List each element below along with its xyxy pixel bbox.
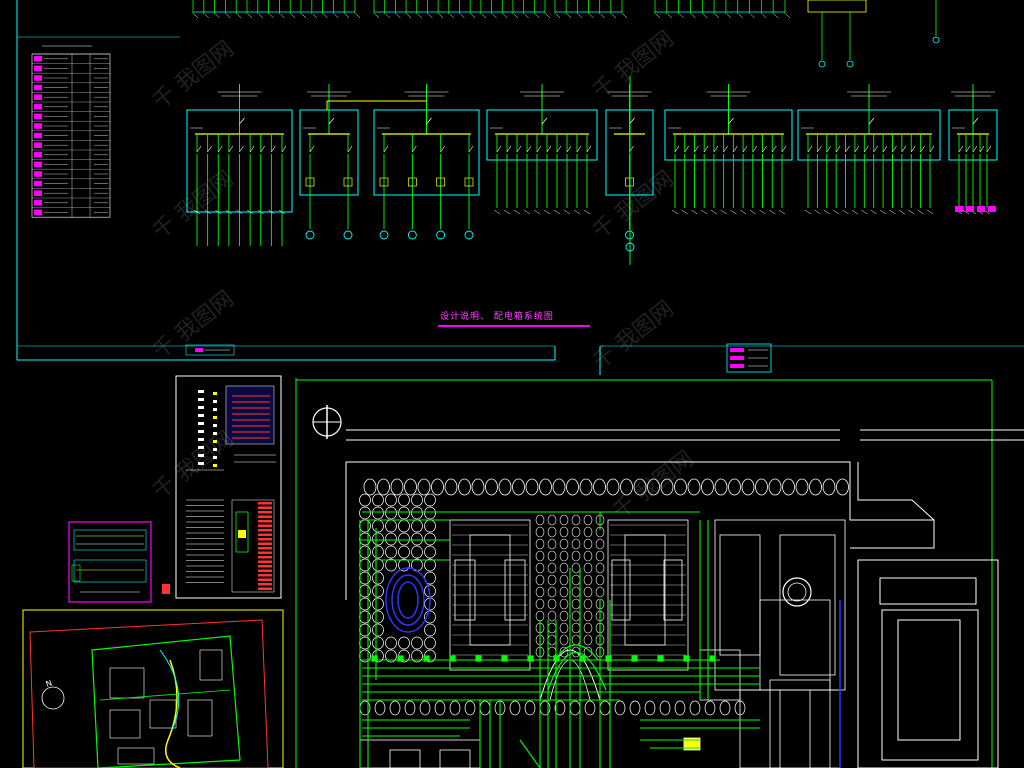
small-legend-right bbox=[726, 343, 772, 373]
main-site-plan bbox=[295, 378, 1024, 768]
design-notes-sheet bbox=[175, 375, 282, 599]
overview-site-plan: N bbox=[22, 609, 284, 768]
legend-table bbox=[31, 45, 111, 218]
compass-north-icon bbox=[312, 405, 342, 439]
distribution-boxes bbox=[186, 76, 998, 265]
drawing-title: 设计说明、 配电箱系统图 bbox=[440, 312, 554, 322]
schematic-sheet bbox=[16, 0, 1024, 375]
svg-text:N: N bbox=[45, 678, 54, 689]
top-row-circuits bbox=[192, 0, 940, 68]
small-legend-left bbox=[185, 344, 235, 356]
section-drawing-sheet bbox=[68, 521, 170, 603]
